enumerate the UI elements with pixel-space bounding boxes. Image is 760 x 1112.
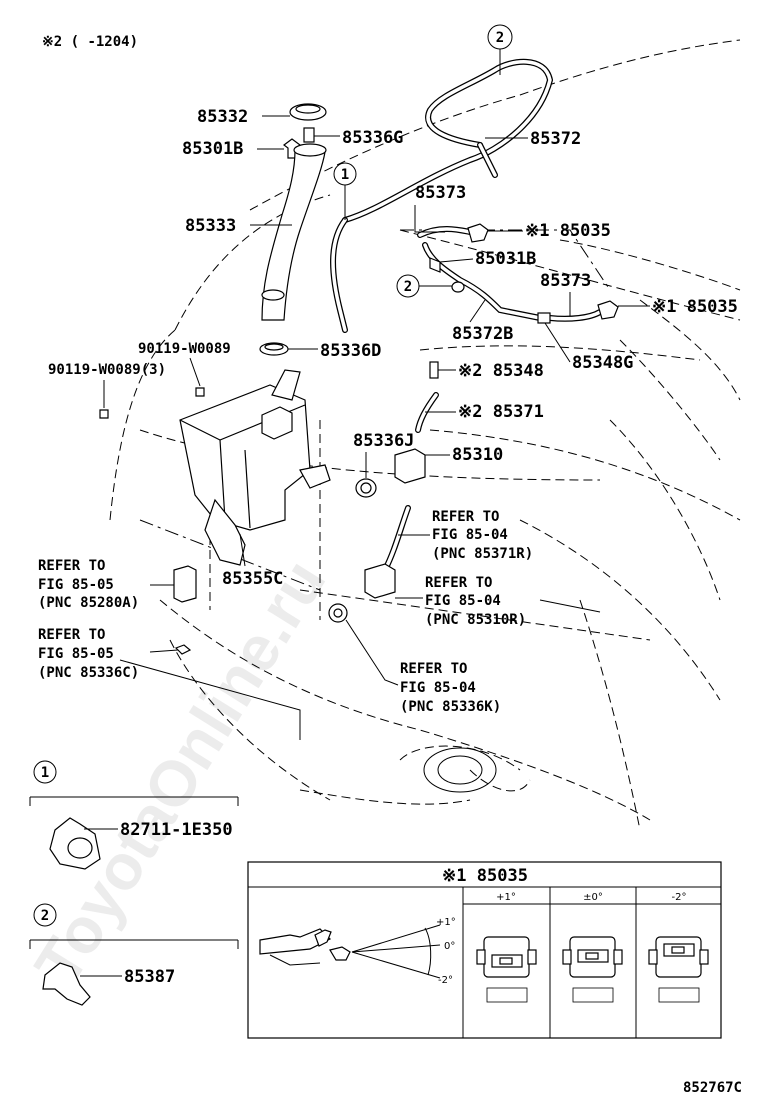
label-85301B: 85301B [182,139,284,159]
svg-text:85031B: 85031B [475,249,536,269]
washer-hoses [330,58,603,573]
svg-text:85348G: 85348G [572,353,633,373]
svg-text:85332: 85332 [197,107,248,127]
svg-text:85373: 85373 [415,183,466,203]
svg-text:85355C: 85355C [222,569,283,589]
svg-text:(PNC 85371R): (PNC 85371R) [432,546,533,562]
label-85336G: 85336G [314,128,403,148]
svg-text:(PNC 85336K): (PNC 85336K) [400,699,501,715]
svg-text:85301B: 85301B [182,139,243,159]
svg-text:2: 2 [41,908,49,924]
svg-text:2: 2 [496,30,504,46]
refer-85336K: REFER TO FIG 85-04 (PNC 85336K) [345,619,501,715]
angle-zero: 0° [444,941,455,952]
svg-text:85336G: 85336G [342,128,403,148]
label-85371: ※2 85371 [425,402,544,422]
header-note: ※2 ( -1204) [42,34,138,50]
svg-text:90119-W0089(3): 90119-W0089(3) [48,362,166,378]
svg-text:85336D: 85336D [320,341,381,361]
svg-text:85310: 85310 [452,445,503,465]
callout-circle-2-top: 2 [487,24,513,75]
svg-text:2: 2 [404,279,412,295]
label-90119-b: 90119-W0089(3) [48,362,166,408]
nozzle-view-zero [562,936,623,1003]
label-90119-a: 90119-W0089 [138,341,231,387]
label-85035-b: ※1 85035 [618,297,738,317]
svg-text:FIG 85-04: FIG 85-04 [400,680,476,696]
label-85372: 85372 [485,129,581,149]
label-85355C: 85355C [222,533,283,589]
svg-text:(PNC 85280A): (PNC 85280A) [38,595,139,611]
label-85333: 85333 [185,216,292,236]
svg-text:FIG 85-05: FIG 85-05 [38,577,114,593]
svg-text:REFER TO: REFER TO [38,558,105,574]
label-85373-b: 85373 [540,271,591,316]
svg-text:※2 85371: ※2 85371 [458,402,544,422]
col-zero: ±0° [583,892,603,903]
refer-85310R: REFER TO FIG 85-04 (PNC 85310R) [395,575,526,628]
col-minus2: -2° [672,892,687,903]
label-85372B: 85372B [452,299,513,344]
detail-table-85035: ※1 85035 +1° ±0° -2° +1° 0° -2° [247,861,722,1039]
svg-text:82711-1E350: 82711-1E350 [120,820,233,840]
refer-85371R: REFER TO FIG 85-04 (PNC 85371R) [398,509,533,562]
svg-text:※2 85348: ※2 85348 [458,361,544,381]
svg-text:85372B: 85372B [452,324,513,344]
svg-text:85372: 85372 [530,129,581,149]
callout-circle-2-mid: 2 [396,274,452,298]
angle-minus2: -2° [438,975,453,986]
label-85348G: 85348G [544,322,633,373]
svg-text:(PNC 85336C): (PNC 85336C) [38,665,139,681]
detail-table-title: ※1 85035 [442,866,528,886]
label-85336D: 85336D [288,341,381,361]
svg-text:REFER TO: REFER TO [38,627,105,643]
refer-85280A: REFER TO FIG 85-05 (PNC 85280A) [38,558,174,611]
label-85332: 85332 [197,107,290,127]
svg-text:90119-W0089: 90119-W0089 [138,341,231,357]
svg-text:85387: 85387 [124,967,175,987]
label-85035-a: ※1 85035 [488,221,611,241]
nozzle-view-plus1 [476,936,537,1003]
svg-text:85336J: 85336J [353,431,414,451]
diagram-code: 852767C [683,1080,742,1096]
svg-text:85373: 85373 [540,271,591,291]
label-85373-a: 85373 [414,183,466,233]
label-85348: ※2 85348 [438,361,544,381]
nozzle-view-minus2 [648,936,709,1003]
svg-text:1: 1 [341,167,349,183]
svg-text:(PNC 85310R): (PNC 85310R) [425,612,526,628]
svg-text:※1 85035: ※1 85035 [525,221,611,241]
label-85310: 85310 [425,445,503,465]
detail-1-clamp: 1 82711-1E350 [29,760,239,870]
callout-circle-1-top: 1 [333,162,357,220]
svg-text:85333: 85333 [185,216,236,236]
label-85336J: 85336J [353,431,414,478]
svg-text:REFER TO: REFER TO [400,661,467,677]
detail-2-clip: 2 85387 [29,903,239,1006]
svg-text:REFER TO: REFER TO [432,509,499,525]
svg-text:FIG 85-04: FIG 85-04 [432,527,508,543]
svg-text:REFER TO: REFER TO [425,575,492,591]
refer-85336C: REFER TO FIG 85-05 (PNC 85336C) [38,627,179,681]
col-plus1: +1° [496,892,516,903]
svg-text:FIG 85-05: FIG 85-05 [38,646,114,662]
angle-plus1: +1° [436,917,456,928]
svg-text:FIG 85-04: FIG 85-04 [425,593,501,609]
svg-text:1: 1 [41,765,49,781]
svg-text:※1 85035: ※1 85035 [652,297,738,317]
vehicle-body-outline [109,39,741,831]
label-85031B: 85031B [439,249,536,269]
washer-parts [99,103,619,655]
